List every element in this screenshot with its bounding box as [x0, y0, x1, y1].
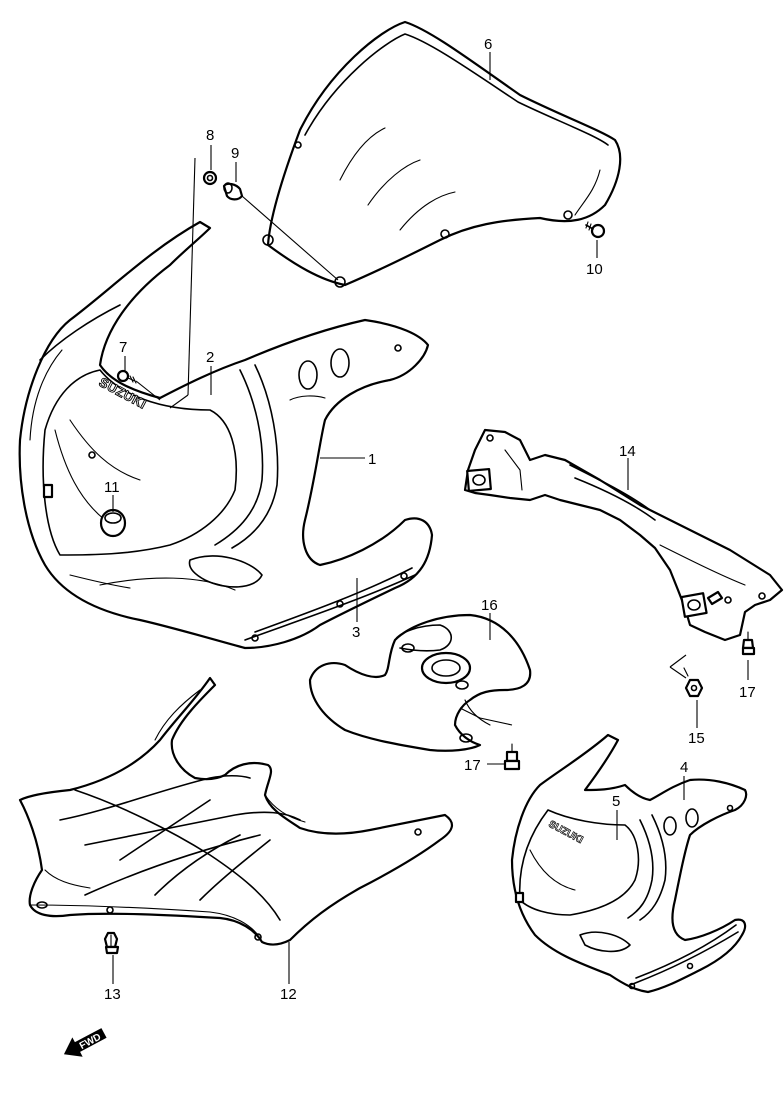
callout-8: 8 [206, 127, 214, 144]
callout-labels: 6 8 9 10 7 2 1 11 3 14 16 17 15 17 4 5 1… [104, 36, 756, 1003]
screw-10 [585, 221, 606, 239]
callout-1: 1 [368, 451, 376, 468]
callout-12: 12 [280, 986, 297, 1003]
fwd-label: FWD [78, 1032, 103, 1052]
callout-3: 3 [352, 624, 360, 641]
callout-16: 16 [481, 597, 498, 614]
upper-cowling-alt [510, 733, 748, 994]
clip-13 [103, 931, 120, 955]
callout-6: 6 [484, 36, 492, 53]
damper-11 [99, 508, 127, 538]
callout-17-right: 17 [739, 684, 756, 701]
fwd-arrow: FWD [63, 1028, 107, 1057]
windscreen [262, 20, 622, 288]
fwd-arrow-icon [63, 1028, 107, 1057]
inner-panel [308, 613, 532, 752]
callout-11: 11 [104, 479, 120, 496]
callout-10: 10 [586, 261, 603, 278]
callout-2: 2 [206, 349, 214, 366]
leader-lines [112, 52, 749, 984]
callout-5: 5 [612, 793, 620, 810]
callout-7: 7 [119, 339, 127, 356]
screw-15 [683, 667, 704, 698]
grommet-9 [222, 182, 244, 201]
nut-8 [202, 170, 218, 186]
callout-15: 15 [688, 730, 705, 747]
callout-4: 4 [680, 759, 688, 776]
upper-cowling [18, 220, 434, 650]
callout-13: 13 [104, 986, 121, 1003]
screw-17-center [503, 743, 521, 771]
callout-9: 9 [231, 145, 239, 162]
callout-17-center: 17 [464, 757, 481, 774]
lower-cowling [18, 676, 453, 946]
cowling-bracket [463, 428, 784, 642]
callout-14: 14 [619, 443, 636, 460]
screw-17-right [741, 631, 756, 656]
screw-7 [116, 369, 137, 384]
